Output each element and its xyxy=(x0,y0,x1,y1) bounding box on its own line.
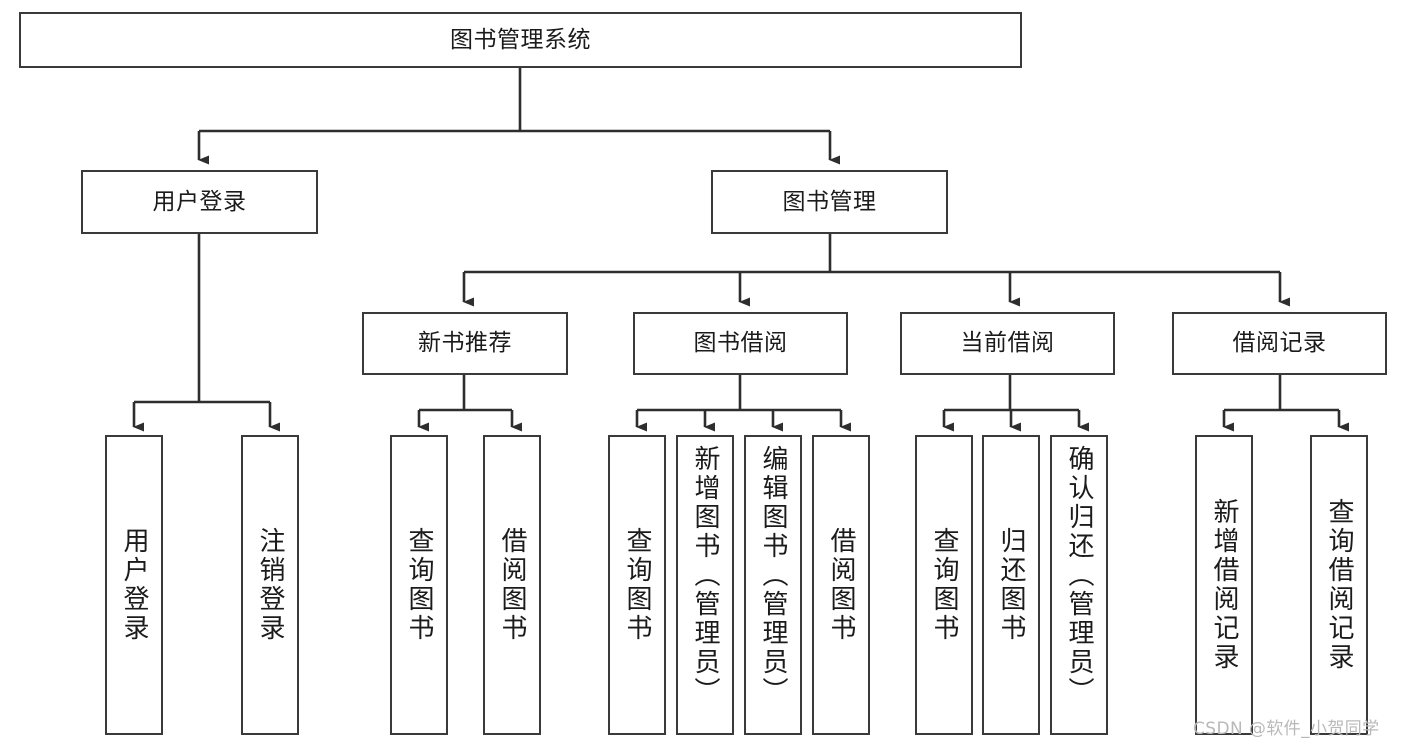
node-book-borrow[interactable]: 图书借阅 xyxy=(633,312,848,375)
leaf-confirm-return[interactable]: 确认归还（管理员） xyxy=(1050,435,1108,735)
node-label: 图书管理系统 xyxy=(450,26,591,53)
node-label: 借阅记录 xyxy=(1232,330,1327,357)
csdn-watermark: CSDN @软件_小贺同学 xyxy=(1193,719,1380,739)
node-label: 图书管理 xyxy=(782,188,877,215)
leaf-logout-login[interactable]: 注销登录 xyxy=(241,435,299,735)
leaf-add-book[interactable]: 新增图书（管理员） xyxy=(676,435,734,735)
leaf-edit-book[interactable]: 编辑图书（管理员） xyxy=(744,435,802,735)
node-label: 查询图书 xyxy=(404,527,435,643)
node-label: 借阅图书 xyxy=(826,527,857,643)
node-current-borrow[interactable]: 当前借阅 xyxy=(900,312,1115,375)
node-label: 用户登录 xyxy=(152,188,247,215)
node-label: 新书推荐 xyxy=(418,330,512,357)
leaf-return-book[interactable]: 归还图书 xyxy=(982,435,1040,735)
leaf-query-book-1[interactable]: 查询图书 xyxy=(390,435,448,735)
node-label: 注销登录 xyxy=(255,527,286,643)
leaf-user-login[interactable]: 用户登录 xyxy=(105,435,163,735)
leaf-query-borrow-record[interactable]: 查询借阅记录 xyxy=(1310,435,1368,735)
node-user-login[interactable]: 用户登录 xyxy=(81,170,318,234)
node-book-manage[interactable]: 图书管理 xyxy=(711,170,948,234)
node-label: 当前借阅 xyxy=(960,330,1055,357)
node-label: 查询图书 xyxy=(622,527,653,643)
node-root-system[interactable]: 图书管理系统 xyxy=(19,12,1022,68)
leaf-borrow-book-1[interactable]: 借阅图书 xyxy=(483,435,541,735)
node-label: 确认归还（管理员） xyxy=(1064,445,1095,706)
node-new-book-recommend[interactable]: 新书推荐 xyxy=(362,312,568,375)
node-label: 新增借阅记录 xyxy=(1209,498,1240,672)
node-label: 借阅图书 xyxy=(497,527,528,643)
node-borrow-record[interactable]: 借阅记录 xyxy=(1172,312,1387,375)
node-label: 归还图书 xyxy=(996,527,1027,643)
leaf-query-book-2[interactable]: 查询图书 xyxy=(608,435,666,735)
node-label: 用户登录 xyxy=(119,527,150,643)
node-label: 图书借阅 xyxy=(693,330,788,357)
node-label: 查询图书 xyxy=(929,527,960,643)
node-label: 查询借阅记录 xyxy=(1324,498,1355,672)
node-label: 新增图书（管理员） xyxy=(690,445,721,706)
node-label: 编辑图书（管理员） xyxy=(758,445,789,706)
leaf-borrow-book-2[interactable]: 借阅图书 xyxy=(812,435,870,735)
leaf-query-book-3[interactable]: 查询图书 xyxy=(915,435,973,735)
leaf-add-borrow-record[interactable]: 新增借阅记录 xyxy=(1195,435,1253,735)
